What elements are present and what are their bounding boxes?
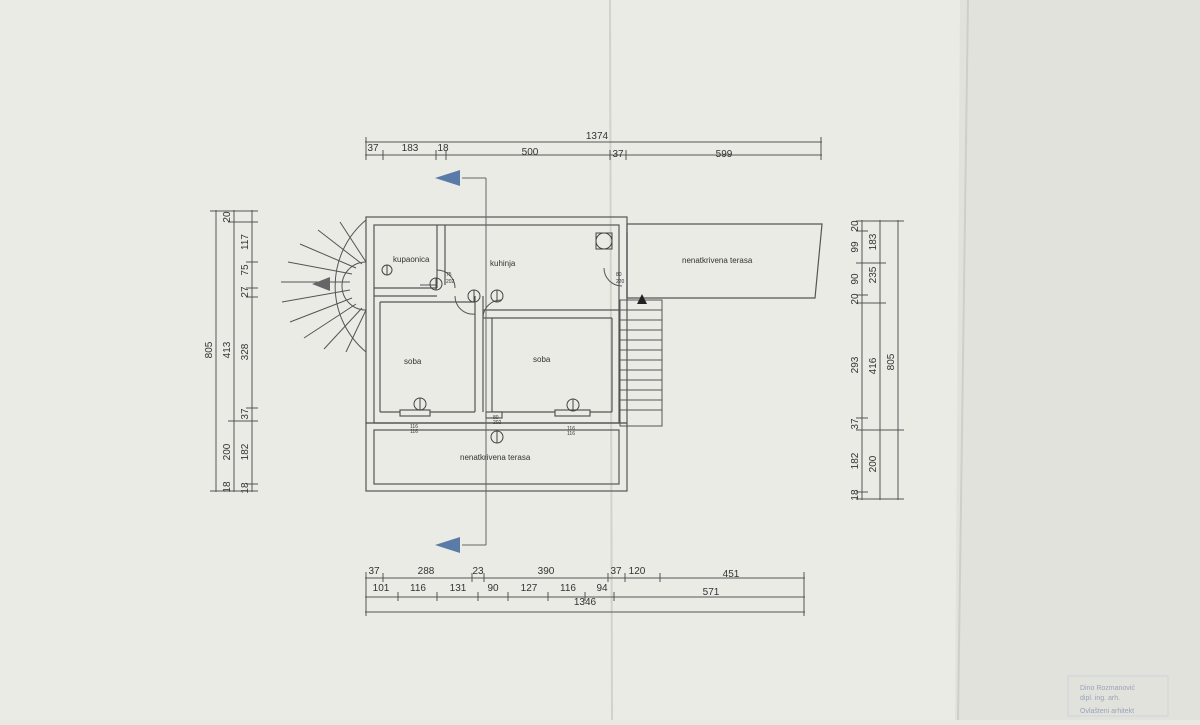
dim-left-inner: 75 <box>240 264 251 276</box>
dim-top-seg: 18 <box>437 143 449 154</box>
bottom-dimension-texts: 37 288 23 390 37 120 451 101 116 131 90 … <box>368 566 739 608</box>
dim-bottom-r2: 131 <box>450 583 467 594</box>
dim-left-inner: 18 <box>240 482 251 494</box>
door-label: 80 <box>616 272 622 278</box>
dim-bottom-r1: 288 <box>418 566 435 577</box>
dim-left-outer: 805 <box>204 341 215 358</box>
dim-right-inner: 293 <box>850 356 861 373</box>
dim-right-inner: 20 <box>850 293 861 305</box>
window-label: 116 <box>567 426 575 432</box>
dim-left-mid: 20 <box>222 211 233 223</box>
section-arrow-top <box>435 170 460 186</box>
dim-left-inner: 37 <box>240 408 251 420</box>
dim-bottom-r2: 101 <box>373 583 390 594</box>
room-labels: kupaonica kuhinja soba soba nenatkrivena… <box>393 255 753 462</box>
spiral-stairs <box>281 219 367 353</box>
dim-bottom-r2: 116 <box>560 583 576 594</box>
dim-top-seg: 37 <box>367 143 379 154</box>
right-dimension-lines <box>856 220 904 500</box>
dim-left-inner: 328 <box>240 343 251 360</box>
dim-bottom-r1: 37 <box>610 566 622 577</box>
door-label: 80 <box>493 415 499 421</box>
dim-left-mid: 18 <box>222 481 233 493</box>
door-label: 202 <box>446 279 455 285</box>
dim-bottom-total: 1346 <box>574 597 597 608</box>
window-label: 116 <box>410 429 418 435</box>
room-label-terrace-top: nenatkrivena terasa <box>682 256 753 265</box>
top-dimension-texts: 1374 37 183 18 500 37 599 <box>367 131 732 160</box>
paper-fold-panel <box>955 0 1200 720</box>
window-label: 116 <box>567 431 575 437</box>
window-label: 116 <box>410 424 418 430</box>
dim-bottom-r2: 571 <box>703 587 720 598</box>
door-symbols <box>420 267 623 319</box>
dim-top-seg: 599 <box>716 149 733 160</box>
section-arrow-bottom <box>435 537 460 553</box>
dim-left-inner: 182 <box>240 443 251 460</box>
dim-left-mid: 200 <box>222 443 233 460</box>
dim-bottom-r2: 127 <box>521 583 538 594</box>
room-label-soba-left: soba <box>404 357 422 366</box>
dim-top-seg: 500 <box>522 147 539 158</box>
left-dimension-lines <box>210 210 258 492</box>
dim-top-seg: 37 <box>612 149 624 160</box>
dim-left-mid: 413 <box>222 341 233 358</box>
room-label-terrace-bottom: nenatkrivena terasa <box>460 453 531 462</box>
section-line <box>462 177 487 546</box>
dim-right-mid: 416 <box>868 357 879 374</box>
stamp-line1: Dino Rozmanović <box>1080 685 1135 692</box>
paper-fold-line <box>609 0 613 721</box>
dim-right-inner: 20 <box>850 220 861 232</box>
top-dimension-lines <box>365 137 822 160</box>
light-fixtures <box>381 232 613 444</box>
dim-bottom-r2: 116 <box>410 583 426 594</box>
stair-up-arrow <box>637 294 647 304</box>
paper-fold-line <box>957 0 969 721</box>
bottom-dimension-lines <box>365 572 805 616</box>
room-label-kupaonica: kupaonica <box>393 255 430 264</box>
left-dimension-texts: 805 20 413 200 18 117 75 27 328 37 182 1… <box>204 211 251 494</box>
dim-right-inner: 18 <box>850 489 861 501</box>
dim-right-inner: 99 <box>850 241 861 253</box>
door-label: 202 <box>493 420 502 426</box>
dim-left-inner: 117 <box>240 234 251 250</box>
dim-bottom-r1: 120 <box>629 566 646 577</box>
dim-bottom-r2: 94 <box>596 583 608 594</box>
dim-bottom-r1: 37 <box>368 566 380 577</box>
building-walls <box>365 216 823 492</box>
opening-labels: 75 202 80 220 80 202 116 116 116 116 <box>410 272 625 437</box>
stamp-line2: dipl. ing. arh. <box>1080 695 1120 702</box>
architect-stamp: Dino Rozmanović dipl. ing. arh. Ovlašten… <box>1067 675 1169 717</box>
dim-bottom-r2: 90 <box>487 583 499 594</box>
dim-right-mid: 200 <box>868 455 879 472</box>
door-label: 220 <box>616 279 625 285</box>
dim-right-outer: 805 <box>886 353 897 370</box>
stamp-line3: Ovlašteni arhitekt <box>1080 708 1134 715</box>
dim-right-mid: 183 <box>868 233 879 250</box>
room-label-kuhinja: kuhinja <box>490 259 516 268</box>
dim-right-inner: 90 <box>850 273 861 285</box>
dim-bottom-r1: 390 <box>538 566 555 577</box>
door-label: 75 <box>446 272 452 278</box>
dim-bottom-r1: 23 <box>472 566 484 577</box>
dim-top-seg: 183 <box>402 143 419 154</box>
dim-right-inner: 182 <box>850 452 861 469</box>
dim-top-total: 1374 <box>586 131 609 142</box>
dim-bottom-r1: 451 <box>723 569 740 580</box>
right-dimension-texts: 20 99 90 20 293 37 182 18 183 235 416 20… <box>850 220 897 501</box>
room-label-soba-right: soba <box>533 355 551 364</box>
dim-left-inner: 27 <box>240 286 251 298</box>
dim-right-mid: 235 <box>868 266 879 283</box>
stair-direction-arrow <box>312 277 330 291</box>
dim-right-inner: 37 <box>850 418 861 430</box>
